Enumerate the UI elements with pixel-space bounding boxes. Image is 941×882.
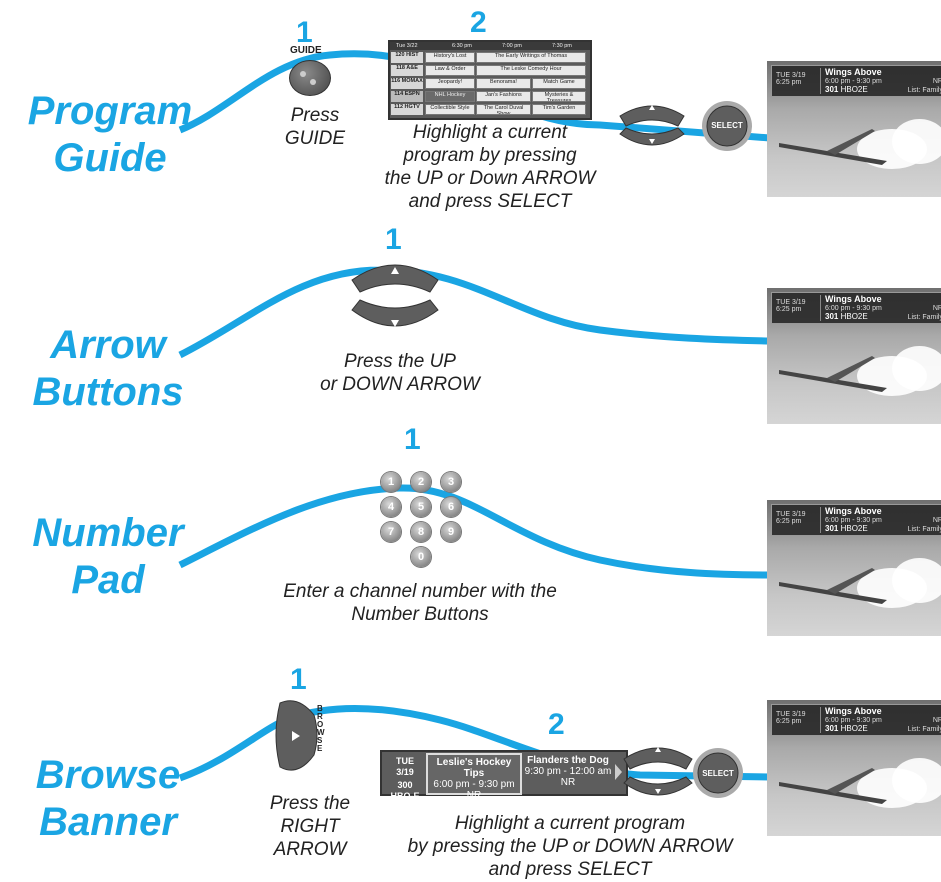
guide-button[interactable] — [289, 60, 331, 96]
guide-cell[interactable]: The Carol Duval Show — [476, 104, 531, 115]
number-key-1[interactable]: 1 — [381, 472, 401, 492]
guide-cell[interactable]: The Leske Comedy Hour — [476, 65, 586, 76]
browse-program-current[interactable]: Leslie's Hockey Tips 6:00 pm - 9:30 pm N… — [426, 753, 522, 801]
up-arrow-button — [619, 105, 685, 127]
guide-cell[interactable]: Jeopardy! — [425, 78, 475, 89]
guide-select-label[interactable]: SELECT — [711, 121, 743, 130]
number-key-0[interactable]: 0 — [411, 547, 431, 567]
guide-cell[interactable]: Tim's Garden — [532, 104, 586, 115]
guide-button-label: GUIDE — [290, 45, 322, 56]
browse-arrow-select-group — [623, 747, 743, 798]
browse-step-1: 1 — [290, 663, 307, 696]
up-arrow-button — [623, 747, 693, 770]
guide-cell[interactable]: History's Lost — [425, 52, 475, 63]
glider-icon — [779, 568, 887, 604]
number-curve — [178, 484, 771, 579]
right-arrow-button-group — [275, 700, 318, 771]
browse-caption-2: Highlight a current program by pressing … — [407, 813, 733, 880]
guide-date: Tue 3/22 — [396, 43, 418, 49]
select-button — [706, 105, 748, 147]
guide-channel: 120 HIST — [391, 52, 423, 63]
number-key-7[interactable]: 7 — [381, 522, 401, 542]
guide-dot-icon — [300, 71, 306, 77]
guide-caption-2: Highlight a current program by pressing … — [384, 122, 596, 212]
guide-cell[interactable]: Jan's Fashions — [476, 91, 531, 102]
number-key-2[interactable]: 2 — [411, 472, 431, 492]
guide-channel: 118 A&E — [391, 65, 423, 76]
guide-cell[interactable]: The Early Writings of Thomas — [476, 52, 586, 63]
browse-label: BROWSE — [317, 704, 325, 753]
browse-select-label[interactable]: SELECT — [702, 769, 734, 778]
guide-time-col: 7:00 pm — [502, 43, 522, 49]
up-arrow-icon — [649, 105, 655, 110]
select-button — [697, 752, 739, 794]
guide-cell[interactable]: Mysteries & Treasures — [532, 91, 586, 102]
guide-channel: 112 HGTV — [391, 104, 423, 115]
browse-program-next[interactable]: Flanders the Dog 9:30 pm - 12:00 am NR — [524, 755, 612, 788]
browse-channel-info: TUE 3/19 300 HBO-E — [390, 756, 420, 801]
browse-next-icon — [615, 764, 622, 780]
down-arrow-button — [351, 299, 439, 327]
up-arrow-icon — [655, 747, 661, 752]
browse-banner: TUE 3/19 300 HBO-E Leslie's Hockey Tips … — [380, 750, 628, 801]
number-key-4[interactable]: 4 — [381, 497, 401, 517]
number-key-9[interactable]: 9 — [441, 522, 461, 542]
program-guide-grid: Tue 3/22 6:30 pm 7:00 pm 7:30 pm 120 HIS… — [388, 40, 592, 120]
guide-cell[interactable]: Benorama! — [476, 78, 531, 89]
down-arrow-icon — [391, 320, 399, 327]
guide-cell[interactable]: Law & Order — [425, 65, 475, 76]
number-step-1: 1 — [404, 423, 421, 456]
glider-icon — [779, 129, 887, 165]
down-arrow-button — [619, 127, 685, 146]
right-arrow-icon — [292, 731, 300, 741]
arrow-button-group — [351, 264, 439, 327]
number-key-6[interactable]: 6 — [441, 497, 461, 517]
guide-time-col: 6:30 pm — [452, 43, 472, 49]
guide-channel: 114 ESPN — [391, 91, 423, 102]
arrow-curve — [178, 266, 771, 359]
guide-cell[interactable]: Match Game — [532, 78, 586, 89]
guide-cell[interactable]: Collectible Style — [425, 104, 475, 115]
glider-icon — [779, 768, 887, 804]
glider-icon — [779, 356, 887, 392]
guide-channel: 116 MOMAX — [391, 78, 423, 89]
down-arrow-button — [623, 776, 693, 796]
down-arrow-icon — [649, 139, 655, 144]
guide-grid-header: Tue 3/22 6:30 pm 7:00 pm 7:30 pm — [390, 42, 590, 50]
down-arrow-icon — [655, 789, 661, 794]
browse-step-2: 2 — [548, 708, 565, 741]
number-key-5[interactable]: 5 — [411, 497, 431, 517]
guide-step-1: 1 — [296, 16, 313, 49]
up-arrow-icon — [391, 267, 399, 274]
guide-arrow-select-group — [619, 101, 752, 151]
guide-dot-icon — [310, 79, 316, 85]
guide-time-col: 7:30 pm — [552, 43, 572, 49]
number-key-8[interactable]: 8 — [411, 522, 431, 542]
number-key-3[interactable]: 3 — [441, 472, 461, 492]
guide-cell-highlighted[interactable]: NHL Hockey — [425, 91, 475, 102]
guide-step-2: 2 — [470, 6, 487, 39]
up-arrow-button — [351, 264, 439, 293]
arrow-step-1: 1 — [385, 223, 402, 256]
